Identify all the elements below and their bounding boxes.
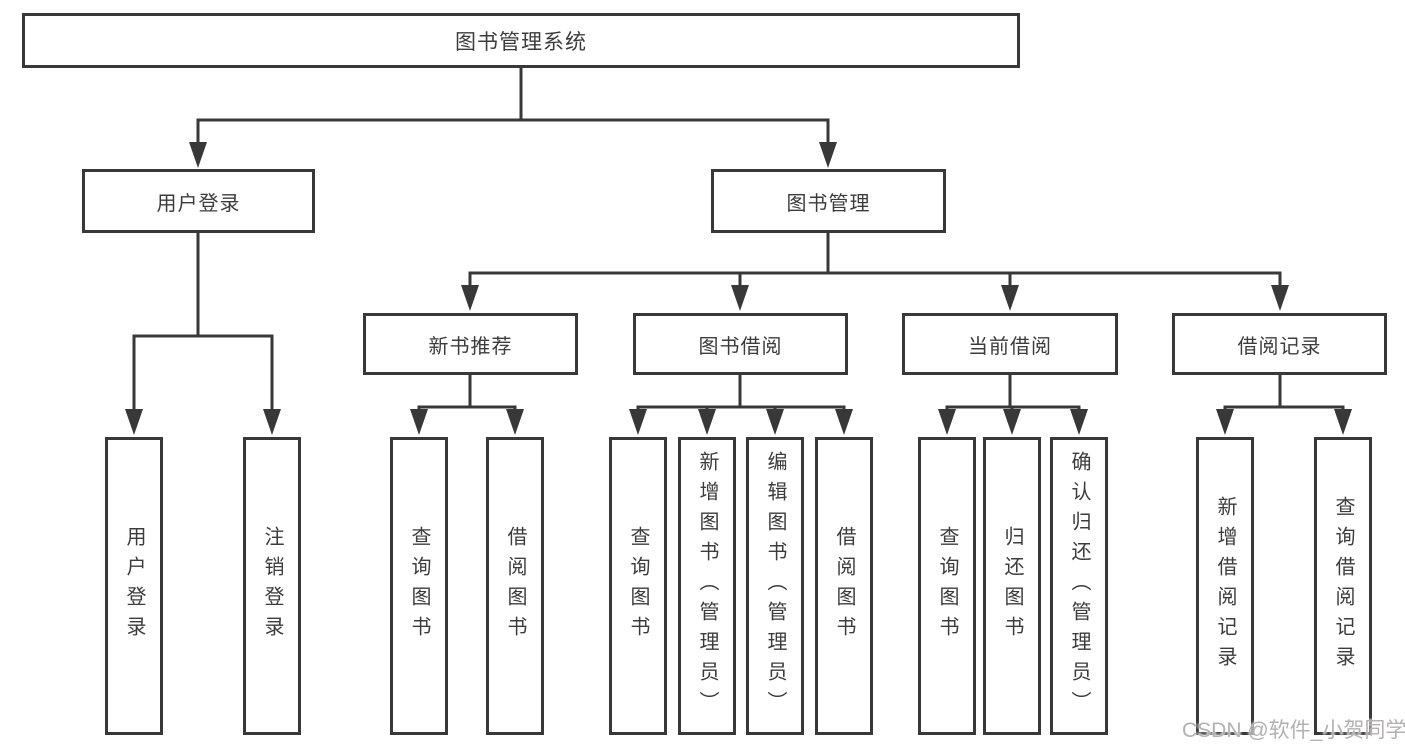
arrowhead-down-icon <box>766 409 784 435</box>
node-new-books: 新书推荐 <box>363 313 578 375</box>
arrowhead-down-icon <box>461 285 479 311</box>
connector-root-to-level2 <box>189 67 837 168</box>
node-book-borrowing: 图书借阅 <box>633 313 848 375</box>
arrowhead-down-icon <box>698 409 716 435</box>
leaf-add-book-admin: 新增图书（管理员） <box>678 437 736 735</box>
leaf-edit-book-admin: 编辑图书（管理员） <box>746 437 804 735</box>
leaf-logout: 注销登录 <box>243 437 301 735</box>
connector-book-management-to-level3 <box>461 232 1289 311</box>
node-borrowing-records: 借阅记录 <box>1172 313 1387 375</box>
arrowhead-down-icon <box>1070 409 1088 435</box>
arrowhead-down-icon <box>506 409 524 435</box>
arrowhead-down-icon <box>819 142 837 168</box>
leaf-user-login: 用户登录 <box>105 437 163 735</box>
arrowhead-down-icon <box>731 285 749 311</box>
arrowhead-down-icon <box>189 142 207 168</box>
arrowhead-down-icon <box>835 409 853 435</box>
arrowhead-down-icon <box>629 409 647 435</box>
leaf-query-books-current: 查询图书 <box>918 437 976 735</box>
leaf-return-books: 归还图书 <box>983 437 1041 735</box>
node-current-borrowing: 当前借阅 <box>902 313 1118 375</box>
arrowhead-down-icon <box>125 409 143 435</box>
connector-borrowing-records-to-leaves <box>1216 374 1352 435</box>
leaf-borrow-books-borrowing: 借阅图书 <box>815 437 873 735</box>
node-library-management-system: 图书管理系统 <box>22 13 1020 68</box>
leaf-query-books-newbooks: 查询图书 <box>390 437 448 735</box>
leaf-query-books-borrowing: 查询图书 <box>609 437 667 735</box>
connector-user-login-to-leaves <box>125 232 281 435</box>
arrowhead-down-icon <box>410 409 428 435</box>
csdn-watermark: CSDN @软件_小贺同学 <box>1182 719 1405 742</box>
arrowhead-down-icon <box>938 409 956 435</box>
leaf-borrow-books-newbooks: 借阅图书 <box>486 437 544 735</box>
arrowhead-down-icon <box>263 409 281 435</box>
node-book-management: 图书管理 <box>711 169 946 233</box>
leaf-query-borrow-record: 查询借阅记录 <box>1314 437 1372 735</box>
arrowhead-down-icon <box>1271 285 1289 311</box>
arrowhead-down-icon <box>1334 409 1352 435</box>
leaf-confirm-return-admin: 确认归还（管理员） <box>1050 437 1108 735</box>
connector-current-borrowing-to-leaves <box>938 374 1088 435</box>
leaf-add-borrow-record: 新增借阅记录 <box>1196 437 1254 735</box>
arrowhead-down-icon <box>1001 285 1019 311</box>
connector-new-books-to-leaves <box>410 374 524 435</box>
arrowhead-down-icon <box>1003 409 1021 435</box>
arrowhead-down-icon <box>1216 409 1234 435</box>
node-user-login: 用户登录 <box>82 169 315 233</box>
connector-book-borrowing-to-leaves <box>629 374 853 435</box>
